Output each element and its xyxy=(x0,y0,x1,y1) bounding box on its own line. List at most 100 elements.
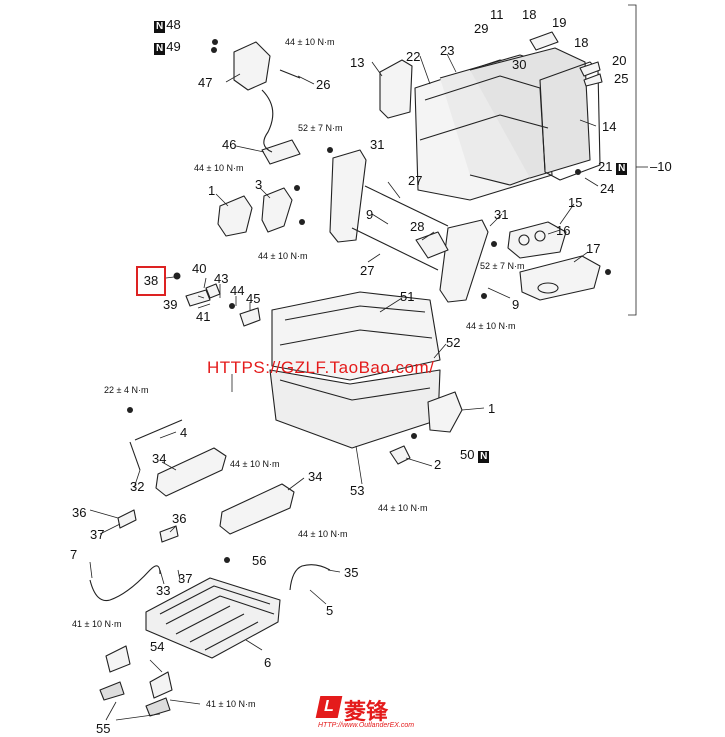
seatback-frame xyxy=(469,47,591,179)
part-39-label: 39 xyxy=(163,297,178,312)
headrest xyxy=(379,59,413,119)
part-9b-label: 9 xyxy=(512,297,520,312)
part-34-label: 34 xyxy=(152,451,167,466)
part-45-label: 45 xyxy=(246,291,261,306)
torque-label: 22 ± 4 N·m xyxy=(104,385,149,395)
part-2-label: 2 xyxy=(434,457,442,472)
part-56-label: 56 xyxy=(252,553,267,568)
part-6-label: 6 xyxy=(264,655,272,670)
torque-label: 44 ± 10 N·m xyxy=(285,37,335,47)
under-tray xyxy=(145,577,281,659)
belt-retractor xyxy=(233,41,271,91)
side-shield-right xyxy=(427,391,463,433)
part-40-label: 40 xyxy=(192,261,207,276)
torque-label: 41 ± 10 N·m xyxy=(72,619,122,629)
part-55-label: 55 xyxy=(96,721,111,736)
torque-label: 44 ± 10 N·m xyxy=(378,503,428,513)
part-31-label: 31 xyxy=(370,137,385,152)
part-31b-label: 31 xyxy=(494,207,509,222)
part-28-label: 28 xyxy=(410,219,425,234)
part-52-label: 52 xyxy=(446,335,461,350)
torque-label: 44 ± 10 N·m xyxy=(298,529,348,539)
part-53-label: 53 xyxy=(350,483,365,498)
bracket-19 xyxy=(529,31,559,51)
part-32-label: 32 xyxy=(130,479,145,494)
part-41-label: 41 xyxy=(196,309,211,324)
rod-lower xyxy=(351,227,439,271)
latch-45 xyxy=(239,307,261,327)
part-14-label: 14 xyxy=(602,119,617,134)
logo-mark-icon: L xyxy=(315,696,343,718)
side-shield-left xyxy=(217,195,253,237)
part-18b-label: 18 xyxy=(574,35,589,50)
rod-upper xyxy=(364,185,449,227)
part-27b-label: 27 xyxy=(360,263,375,278)
clip-2 xyxy=(389,445,411,465)
part-43-label: 43 xyxy=(214,271,229,286)
cable-35 xyxy=(289,564,331,591)
part-51-label: 51 xyxy=(400,289,415,304)
part-44-label: 44 xyxy=(230,283,245,298)
leg-right xyxy=(149,671,173,699)
group-10-label: –10 xyxy=(650,159,672,174)
part-13-label: 13 xyxy=(350,55,365,70)
torque-label: 52 ± 7 N·m xyxy=(480,261,525,271)
seat-cushion xyxy=(271,291,441,381)
cable-4 xyxy=(134,419,183,441)
logo-url: HTTP://www.OutlanderEX.com xyxy=(318,722,415,729)
torque-label: 44 ± 10 N·m xyxy=(258,251,308,261)
part-27-label: 27 xyxy=(408,173,423,188)
part-34b-label: 34 xyxy=(308,469,323,484)
bar-32 xyxy=(129,441,141,471)
part-21-label: 21 N xyxy=(598,159,628,175)
bracket-36-right xyxy=(159,525,179,543)
part-15-label: 15 xyxy=(568,195,583,210)
part-35-label: 35 xyxy=(344,565,359,580)
highlighted-part-38: 38 xyxy=(136,266,166,296)
cover-3 xyxy=(261,187,293,233)
recliner-hinge-right xyxy=(439,219,489,303)
part-30-label: 30 xyxy=(512,57,527,72)
part-23-label: 23 xyxy=(440,43,455,58)
part-18-label: 18 xyxy=(522,7,537,22)
torque-label: 44 ± 10 N·m xyxy=(466,321,516,331)
torque-label: 44 ± 10 N·m xyxy=(194,163,244,173)
torque-label: 44 ± 10 N·m xyxy=(230,459,280,469)
brand-logo: L 菱锋 HTTP://www.OutlanderEX.com xyxy=(315,694,414,732)
part-16-label: 16 xyxy=(556,223,571,238)
bracket-25 xyxy=(583,73,603,87)
part-24-label: 24 xyxy=(600,181,615,196)
slide-rail-right xyxy=(219,483,295,535)
group-bracket xyxy=(628,4,637,316)
slide-rail-left xyxy=(155,447,227,497)
part-33-label: 33 xyxy=(156,583,171,598)
part-19-label: 19 xyxy=(552,15,567,30)
part-5-label: 5 xyxy=(326,603,334,618)
part-7-label: 7 xyxy=(70,547,78,562)
torque-label: 52 ± 7 N·m xyxy=(298,123,343,133)
part-3-label: 3 xyxy=(255,177,263,192)
part-26-label: 26 xyxy=(316,77,331,92)
logo-text: 菱锋 xyxy=(344,700,389,725)
latch-39 xyxy=(185,289,211,307)
watermark-url: HTTPS://GZLF.TaoBao.com/ xyxy=(207,358,435,377)
part-9-label: 9 xyxy=(366,207,374,222)
part-36b-label: 36 xyxy=(172,511,187,526)
part-46-label: 46 xyxy=(222,137,237,152)
part-25-label: 25 xyxy=(614,71,629,86)
part-47-label: 47 xyxy=(198,75,213,90)
part-1-right-label: 1 xyxy=(488,401,496,416)
bracket-20 xyxy=(579,61,601,77)
part-17-label: 17 xyxy=(586,241,601,256)
part-29-label: 29 xyxy=(474,21,489,36)
part-36-label: 36 xyxy=(72,505,87,520)
part-37-label: 37 xyxy=(90,527,105,542)
part-50-label: 50 N xyxy=(460,447,490,463)
part-11-label: 11 xyxy=(490,7,504,22)
recliner-hinge-left xyxy=(329,149,367,243)
